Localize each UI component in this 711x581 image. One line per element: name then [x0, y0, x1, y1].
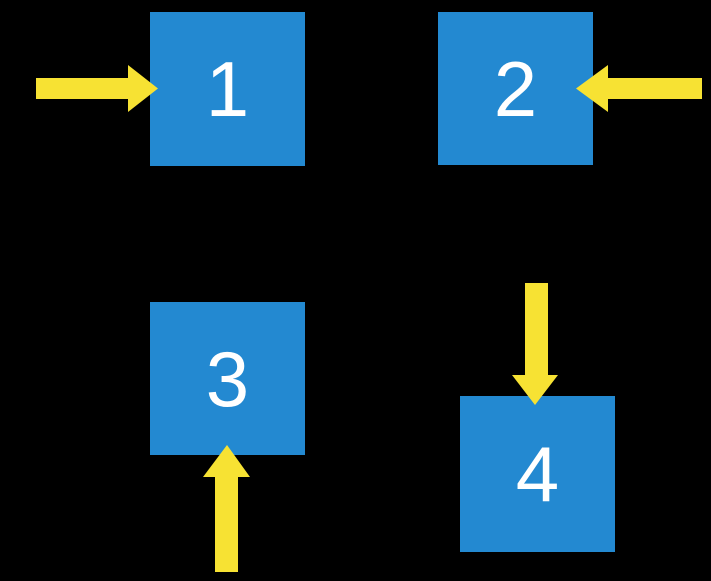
numbered-box-3: 3 [150, 302, 305, 455]
box-2-label: 2 [493, 44, 538, 133]
arrow-left-icon [576, 65, 702, 112]
box-4-label: 4 [515, 430, 560, 518]
numbered-box-2: 2 [438, 12, 593, 165]
arrow-right-icon [36, 65, 158, 112]
numbered-box-4: 4 [460, 396, 615, 552]
numbered-box-1: 1 [150, 12, 305, 166]
arrow-up-icon [203, 445, 250, 572]
box-1-label: 1 [205, 45, 250, 133]
arrow-down-icon [512, 283, 558, 405]
box-3-label: 3 [205, 334, 250, 423]
